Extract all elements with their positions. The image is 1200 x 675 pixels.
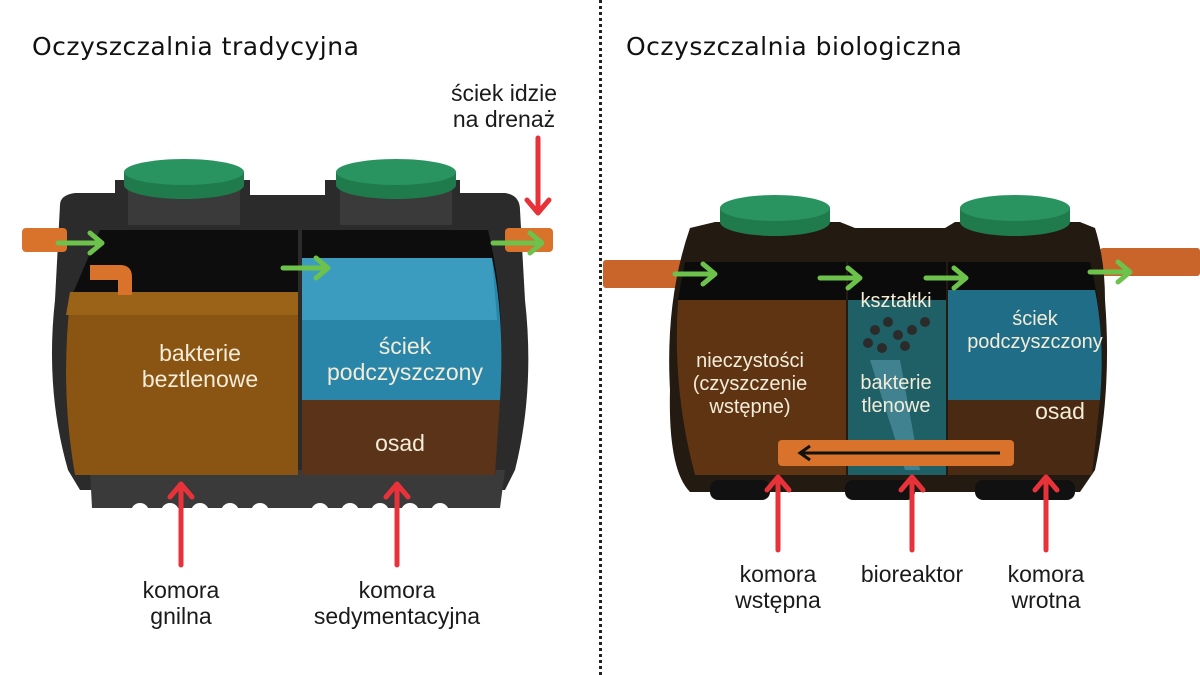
aerobic-bacteria-label: bakterie tlenowe [860,372,932,417]
dotted-divider [599,0,602,675]
return-chamber-label: komora wrotna [1007,561,1085,613]
outlet-label: ściek idzie na drenaż [450,80,558,132]
impurities-label: nieczystości (czyszczenie wstępne) [692,350,808,418]
treated-sewage-label-left: ściek podczyszczony [327,333,483,385]
treated-sewage-label-right: ściek podczyszczony [967,308,1103,353]
bioreactor-label: bioreaktor [860,561,964,587]
biological-tank-illustration [600,0,1200,675]
sludge-label-left: osad [375,430,425,456]
left-diagram-title: Oczyszczalnia tradycyjna [32,32,360,61]
pre-chamber-label: komora wstępna [735,561,821,613]
sedimentation-chamber-label: komora sedymentacyjna [313,577,481,629]
traditional-tank-illustration [22,135,553,568]
media-label: kształtki [860,290,932,312]
septic-chamber-label: komora gnilna [142,577,220,629]
sludge-label-right: osad [1035,398,1085,424]
anaerobic-bacteria-label: bakterie beztlenowe [141,340,259,392]
right-diagram-title: Oczyszczalnia biologiczna [626,32,963,61]
